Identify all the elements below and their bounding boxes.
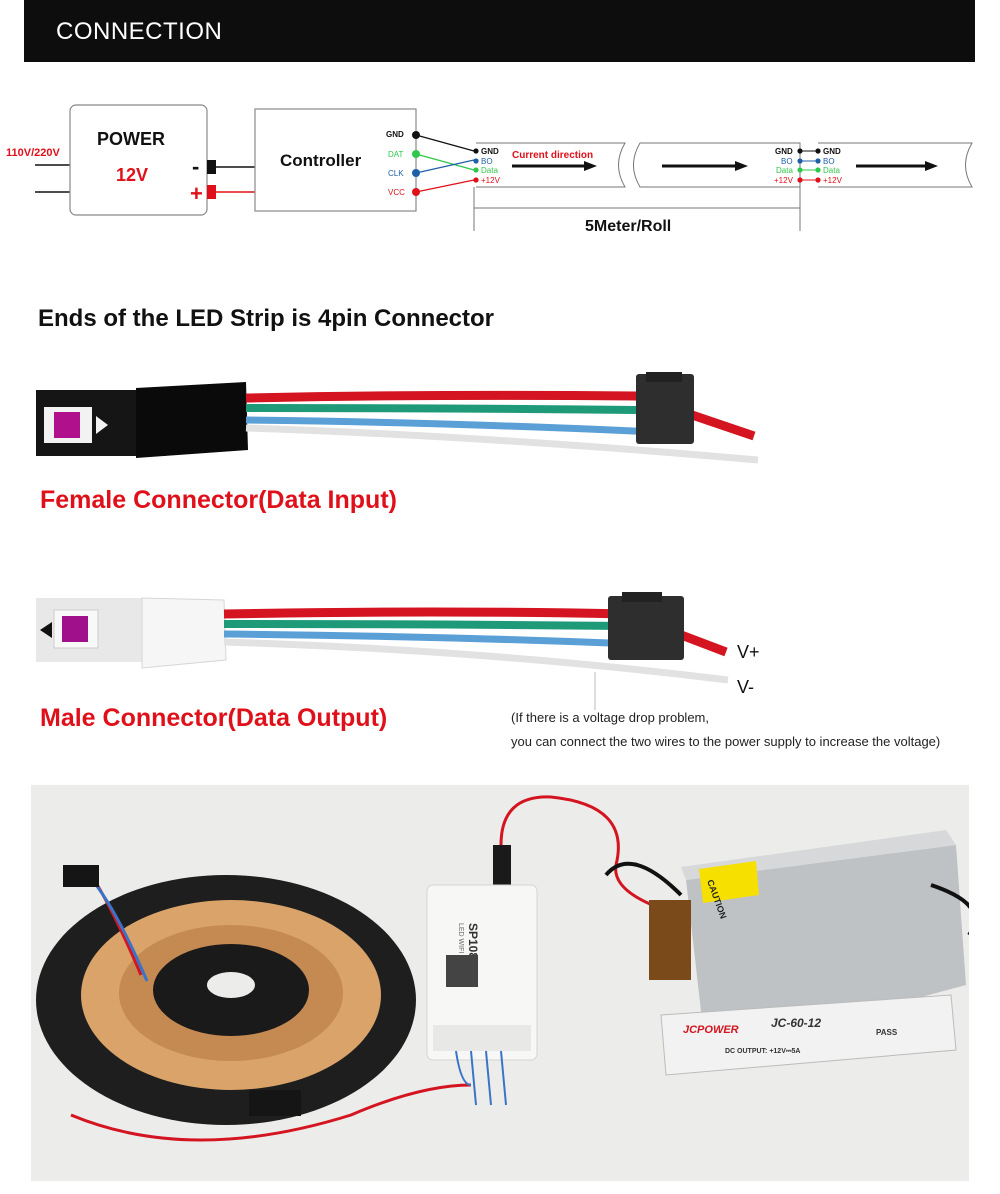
strip-length-label: 5Meter/Roll xyxy=(585,218,671,235)
photo-psu-brand: JCPOWER xyxy=(683,1024,739,1036)
power-label: POWER xyxy=(97,129,165,149)
photo-dc-plug xyxy=(493,845,511,885)
photo-connector-top xyxy=(63,865,99,887)
direction-arrowhead-3 xyxy=(925,161,938,171)
power-terminal-minus xyxy=(207,160,216,174)
strip3-pin-bo: BO xyxy=(823,157,835,166)
strip3-dot-gnd xyxy=(815,148,821,154)
strip3-pin-data: Data xyxy=(823,166,840,175)
female-connector-illustration xyxy=(36,372,759,464)
wire-blue-male xyxy=(223,630,637,648)
wire-green-male xyxy=(223,620,627,630)
minus-sign: - xyxy=(192,154,199,179)
connector-section-title: Ends of the LED Strip is 4pin Connector xyxy=(38,305,495,332)
led-reel-hole xyxy=(207,972,255,998)
photo-connector-bottom xyxy=(249,1090,301,1116)
header-bar: CONNECTION xyxy=(24,0,975,62)
strip3-dot-12v xyxy=(815,177,821,183)
controller-pin-vcc: VCC xyxy=(388,188,405,197)
wire-white-female xyxy=(245,424,759,464)
strip1-pin-gnd: GND xyxy=(481,147,499,156)
connector-housing-female xyxy=(636,374,694,444)
photo-controller-sub: LED WIFI controller xyxy=(457,923,464,985)
photo-controller-wires xyxy=(455,1050,507,1106)
led-lens-male xyxy=(62,616,88,642)
connector-housing-male xyxy=(608,596,684,660)
direction-arrowhead-1 xyxy=(584,161,597,171)
note-pointer-line xyxy=(594,672,596,710)
header-title: CONNECTION xyxy=(56,18,223,45)
strip3-dot-bo xyxy=(815,158,821,164)
strip1-dot-gnd xyxy=(473,148,479,154)
voltage-drop-note-line2: you can connect the two wires to the pow… xyxy=(511,734,941,749)
v-minus-label: V- xyxy=(737,677,755,697)
photo-psu-terminal-block xyxy=(649,900,691,980)
strip1-dot-data xyxy=(473,167,479,173)
strip3-pin-gnd: GND xyxy=(823,147,841,156)
wire-clk xyxy=(415,159,475,174)
strip1-dot-12v xyxy=(473,177,479,183)
male-connector-caption: Male Connector(Data Output) xyxy=(40,704,388,732)
wire-blue-female xyxy=(245,416,657,436)
wire-red-female xyxy=(245,390,756,441)
photo-psu-model: JC-60-12 xyxy=(771,1016,821,1030)
led-arrow-female xyxy=(96,416,108,434)
strip2-pin-data: Data xyxy=(776,166,793,175)
plus-sign: + xyxy=(190,181,203,206)
voltage-drop-note-line1: (If there is a voltage drop problem, xyxy=(511,710,709,725)
strip-segment-2 xyxy=(633,142,801,188)
photo-psu-label-yellow xyxy=(699,861,759,903)
strip2-pin-gnd: GND xyxy=(775,147,793,156)
controller-pin-clk: CLK xyxy=(388,169,404,178)
wire-white-male xyxy=(223,638,729,684)
photo-wire-bottom xyxy=(70,1083,472,1142)
power-terminal-plus xyxy=(207,185,216,199)
photo-controller-cable xyxy=(499,795,682,917)
heatshrink-male xyxy=(141,597,227,669)
strip1-pin-data: Data xyxy=(481,166,498,175)
strip1-pin-12v: +12V xyxy=(481,176,501,185)
connector-latch-male xyxy=(622,592,662,602)
controller-label: Controller xyxy=(280,151,362,170)
product-photo: SP108E LED WIFI controller CAUTION JCPOW… xyxy=(31,785,969,1181)
strip-segment-3 xyxy=(818,142,973,188)
photo-psu-cable xyxy=(604,861,969,935)
v-plus-label: V+ xyxy=(737,642,760,662)
direction-arrowhead-2 xyxy=(735,161,748,171)
strip2-pin-bo: BO xyxy=(781,157,793,166)
heatshrink-female xyxy=(136,382,248,458)
strip3-dot-data xyxy=(815,167,821,173)
current-direction-label: Current direction xyxy=(512,150,593,161)
photo-controller-body xyxy=(426,884,538,1061)
strip3-pin-12v: +12V xyxy=(823,176,843,185)
wire-green-female xyxy=(245,404,637,414)
controller-pin-dat: DAT xyxy=(388,150,404,159)
strip-segment-1 xyxy=(476,142,626,188)
photo-controller-qr xyxy=(446,955,478,987)
wire-gnd xyxy=(415,134,475,152)
strip2-pin-12v: +12V xyxy=(774,176,794,185)
wire-dat xyxy=(415,153,475,171)
wire-red-male xyxy=(223,607,728,657)
photo-wire-blue-top xyxy=(91,880,149,982)
strip1-pin-bo: BO xyxy=(481,157,493,166)
input-voltage-label: 110V/220V xyxy=(6,147,60,159)
male-connector-illustration xyxy=(36,592,729,684)
connector-latch-female xyxy=(646,372,682,382)
strip1-dot-bo xyxy=(473,158,479,164)
led-arrow-male xyxy=(40,622,52,638)
wire-vcc xyxy=(415,179,475,193)
photo-psu-output: DC OUTPUT: +12V⎓5A xyxy=(725,1048,800,1055)
photo-psu-pass: PASS xyxy=(876,1028,898,1037)
female-connector-caption: Female Connector(Data Input) xyxy=(40,486,397,514)
led-lens-female xyxy=(54,412,80,438)
power-supply-box xyxy=(69,104,208,216)
controller-box xyxy=(254,108,417,212)
photo-controller-terminal xyxy=(433,1025,531,1051)
photo-psu-front-label xyxy=(660,994,957,1076)
connection-diagram: 110V/220V POWER 12V - + Controller GND D… xyxy=(6,104,973,235)
power-voltage: 12V xyxy=(116,165,148,185)
controller-pin-gnd: GND xyxy=(386,130,404,139)
